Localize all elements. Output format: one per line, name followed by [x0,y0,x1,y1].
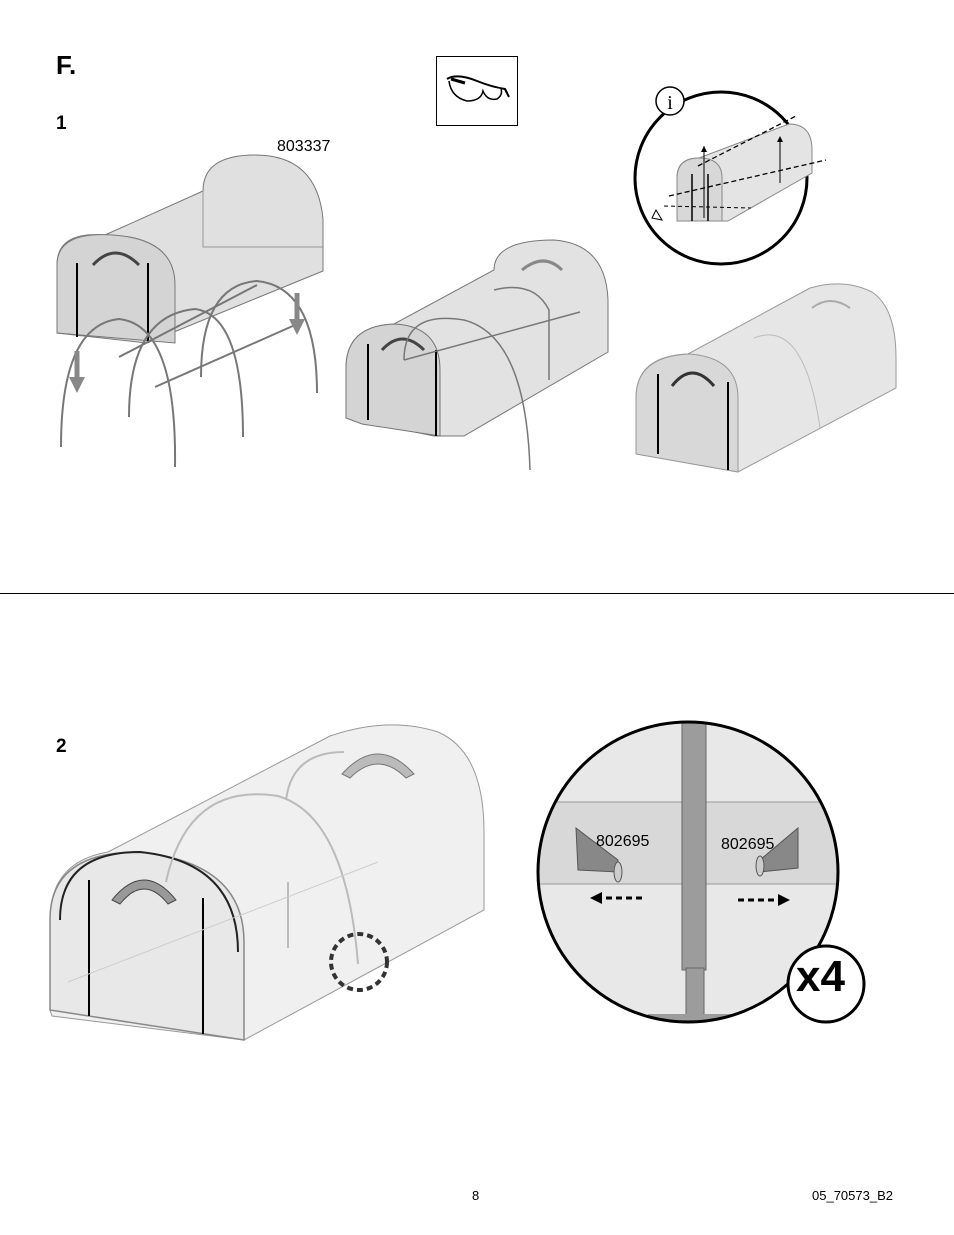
step-1-frame-with-cover [55,155,330,475]
step-2-greenhouse [48,722,488,1042]
safety-glasses-icon-box [436,56,518,126]
section-divider [0,593,954,594]
part-number-803337: 803337 [277,138,330,156]
document-code: 05_70573_B2 [812,1188,893,1203]
part-number-802695-right: 802695 [721,836,774,854]
info-detail-circle: i [634,78,810,278]
part-number-802695-left: 802695 [596,833,649,851]
step-1-cover-on-frame [344,240,614,470]
step-1-number: 1 [56,113,67,135]
svg-text:i: i [667,92,673,114]
step-1-finished-greenhouse [634,278,900,474]
section-letter: F. [56,50,76,81]
multiplier-label: x4 [796,952,845,1002]
safety-glasses-icon [437,57,517,125]
page-number: 8 [472,1188,479,1203]
info-icon: i [656,87,684,115]
